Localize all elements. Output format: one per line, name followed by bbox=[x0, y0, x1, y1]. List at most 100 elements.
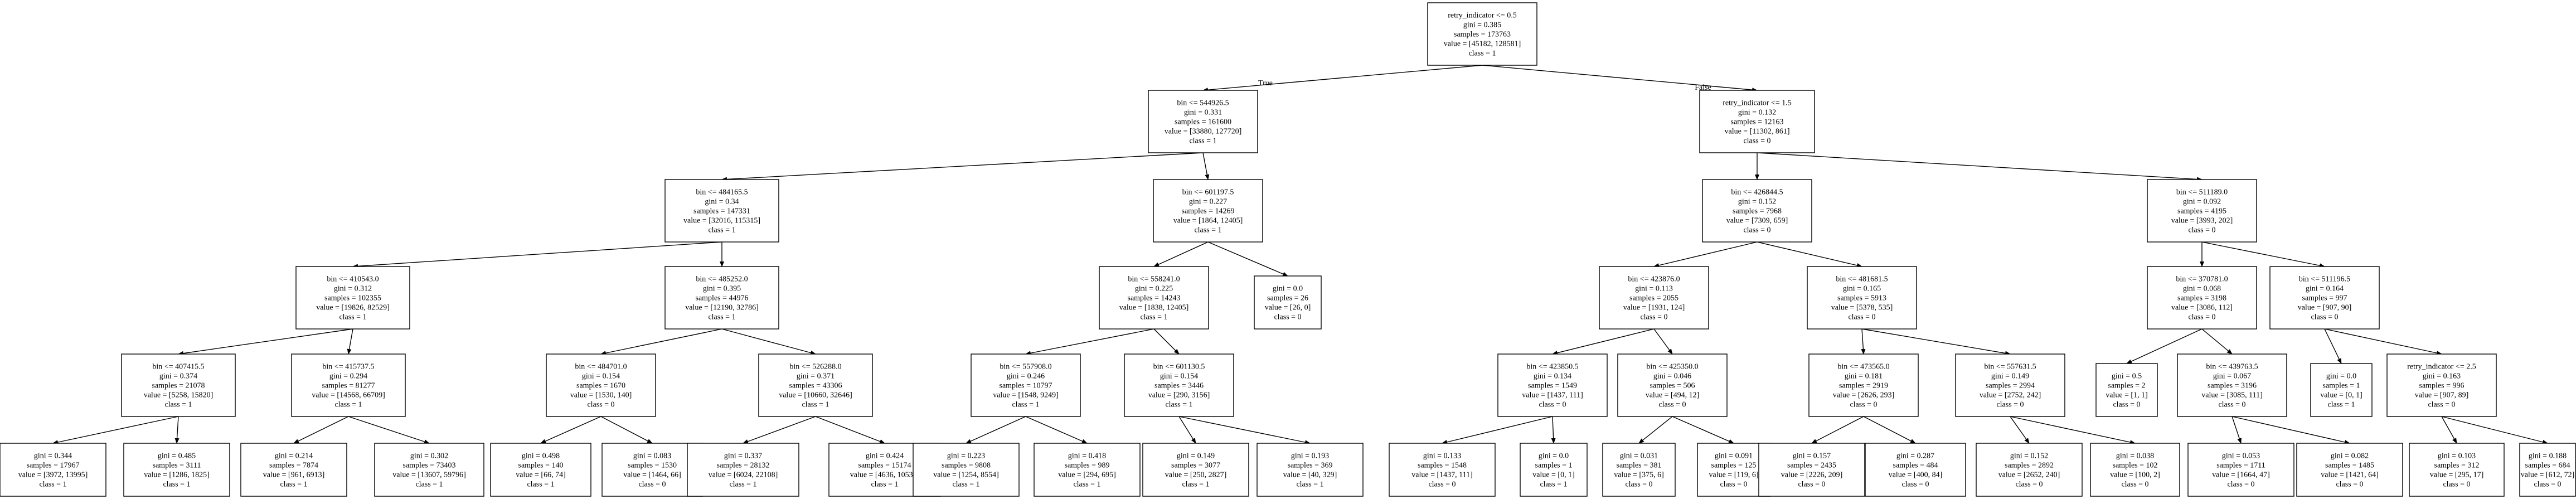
tree-edge bbox=[743, 416, 816, 444]
tree-node-line: value = [19826, 82529] bbox=[316, 304, 390, 312]
tree-node-box bbox=[1808, 353, 1919, 417]
tree-node-line: bin <= 557631.5 bbox=[1984, 363, 2036, 371]
tree-node-line: samples = 3198 bbox=[2177, 294, 2226, 303]
tree-node-line: value = [3993, 202] bbox=[2171, 217, 2233, 225]
tree-node-box bbox=[1599, 266, 1709, 330]
tree-node-line: class = 1 bbox=[952, 481, 979, 489]
tree-node-line: gini = 0.152 bbox=[2010, 452, 2048, 461]
tree-node-line: class = 0 bbox=[1640, 313, 1667, 322]
tree-node-line: value = [100, 2] bbox=[2110, 471, 2160, 479]
tree-node-line: class = 1 bbox=[1012, 401, 1039, 409]
tree-node-line: class = 1 bbox=[1194, 226, 1221, 235]
tree-node-box bbox=[664, 266, 779, 330]
tree-node-line: gini = 0.312 bbox=[334, 285, 372, 293]
tree-node-line: samples = 173763 bbox=[1454, 31, 1511, 39]
tree-node-line: gini = 0.091 bbox=[1715, 452, 1753, 461]
tree-node-box bbox=[1389, 443, 1496, 497]
tree-node-line: class = 0 bbox=[2336, 481, 2363, 489]
tree-node-line: value = [1530, 140] bbox=[570, 391, 632, 400]
tree-node-line: samples = 44976 bbox=[696, 294, 749, 303]
tree-node-line: gini = 0.0 bbox=[1539, 452, 1569, 461]
tree-node-line: class = 0 bbox=[2227, 481, 2254, 489]
tree-node-line: samples = 684 bbox=[2525, 462, 2570, 470]
tree-edge bbox=[1638, 416, 1673, 444]
tree-node-line: gini = 0.046 bbox=[1653, 372, 1691, 381]
tree-edge bbox=[1025, 328, 1154, 356]
tree-node-line: class = 0 bbox=[1625, 481, 1652, 489]
tree-node-line: value = [290, 3156] bbox=[1148, 391, 1210, 400]
tree-node-line: samples = 996 bbox=[2419, 382, 2465, 390]
tree-edge bbox=[1207, 241, 1288, 277]
tree-edge bbox=[2010, 416, 2030, 444]
tree-node-line: class = 1 bbox=[1296, 481, 1323, 489]
tree-node-line: class = 1 bbox=[280, 481, 307, 489]
tree-node-line: class = 0 bbox=[1539, 401, 1566, 409]
tree-node-line: class = 0 bbox=[2428, 401, 2455, 409]
tree-node-box bbox=[1254, 275, 1322, 330]
tree-node-line: class = 1 bbox=[1540, 481, 1567, 489]
tree-node-box bbox=[2386, 353, 2497, 417]
tree-edge bbox=[1811, 416, 1864, 444]
tree-node-line: class = 0 bbox=[1658, 401, 1686, 409]
tree-node-line: class = 1 bbox=[2327, 401, 2355, 409]
tree-node-line: samples = 312 bbox=[2434, 462, 2480, 470]
tree-node-line: gini = 0.038 bbox=[2116, 452, 2154, 461]
tree-node-line: samples = 73403 bbox=[403, 462, 456, 470]
tree-node-line: gini = 0.134 bbox=[1534, 372, 1571, 381]
tree-edge bbox=[1757, 241, 1862, 268]
tree-node-box bbox=[1124, 353, 1234, 417]
tree-node-box bbox=[1955, 353, 2065, 417]
tree-node-line: class = 1 bbox=[415, 481, 443, 489]
tree-node-line: class = 1 bbox=[1189, 137, 1216, 146]
tree-node-line: bin <= 484165.5 bbox=[696, 188, 748, 197]
tree-node-line: value = [1437, 111] bbox=[1522, 391, 1583, 400]
tree-edge bbox=[721, 152, 1204, 182]
tree-node-line: class = 1 bbox=[708, 313, 735, 322]
tree-node-line: gini = 0.031 bbox=[1620, 452, 1658, 461]
tree-node-box bbox=[374, 443, 484, 497]
tree-node-line: gini = 0.164 bbox=[2306, 285, 2344, 293]
tree-node-line: gini = 0.193 bbox=[1291, 452, 1329, 461]
tree-node-line: gini = 0.223 bbox=[947, 452, 985, 461]
tree-node-line: class = 0 bbox=[587, 401, 614, 409]
tree-node-line: gini = 0.371 bbox=[797, 372, 835, 381]
tree-edge bbox=[1552, 328, 1655, 355]
tree-node-line: gini = 0.302 bbox=[410, 452, 448, 461]
tree-node-line: samples = 125 bbox=[1711, 462, 1757, 470]
tree-node-line: bin <= 601130.5 bbox=[1153, 363, 1205, 371]
tree-node-line: class = 1 bbox=[802, 401, 829, 409]
tree-node-line: bin <= 410543.0 bbox=[327, 275, 379, 284]
tree-node-line: samples = 484 bbox=[1893, 462, 1938, 470]
tree-node-line: value = [3086, 112] bbox=[2171, 304, 2233, 312]
tree-edge bbox=[600, 328, 722, 356]
tree-node-line: bin <= 439763.5 bbox=[2206, 363, 2258, 371]
tree-node-line: gini = 0.165 bbox=[1843, 285, 1881, 293]
tree-node-line: samples = 43306 bbox=[789, 382, 842, 390]
tree-node-box bbox=[971, 353, 1081, 417]
tree-node-line: class = 1 bbox=[334, 401, 362, 409]
tree-node-box bbox=[664, 179, 779, 243]
tree-node-line: value = [45182, 128581] bbox=[1444, 40, 1521, 49]
tree-node-line: value = [3972, 13995] bbox=[18, 471, 88, 479]
tree-edge bbox=[178, 328, 353, 356]
tree-node-line: value = [5378, 535] bbox=[1831, 304, 1893, 312]
tree-node-line: gini = 0.385 bbox=[1463, 21, 1501, 30]
tree-node-line: bin <= 370781.0 bbox=[2176, 275, 2228, 284]
